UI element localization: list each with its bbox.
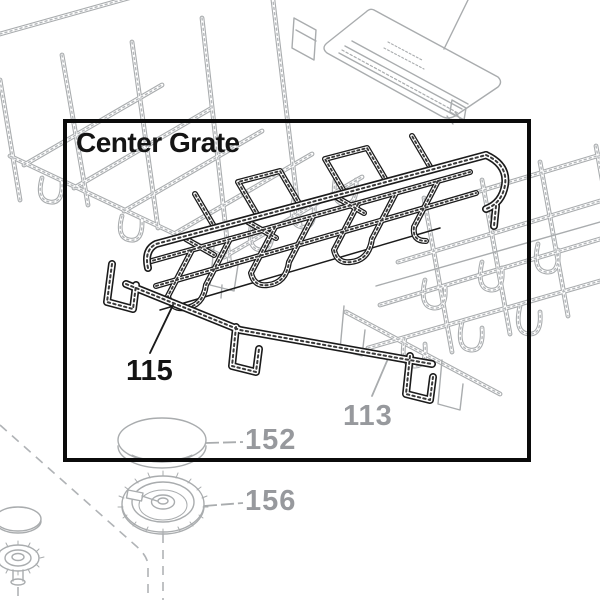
highlight-box-title: Center Grate	[76, 127, 240, 158]
small-burner-cap-drawing	[0, 506, 42, 534]
callout-152-burner-cap[interactable]: 152	[245, 424, 297, 456]
leader-line-156	[203, 502, 244, 507]
leader-line-152	[205, 441, 244, 444]
griddle-leader-line	[443, 0, 469, 50]
highlight-box	[63, 119, 531, 462]
surface-burner-drawing	[117, 470, 209, 535]
left-grate-drawing	[0, 0, 362, 299]
griddle-drawing	[323, 0, 502, 125]
leader-line-115	[149, 304, 174, 354]
callout-113-right-grate[interactable]: 113	[343, 400, 393, 432]
leader-line-113	[371, 353, 391, 397]
small-burner-drawing	[0, 540, 45, 586]
callout-115-center-grate[interactable]: 115	[126, 355, 173, 387]
alignment-dashed-lines	[0, 424, 164, 600]
callout-156-surface-burner[interactable]: 156	[245, 485, 297, 517]
center-grate-drawing	[107, 136, 505, 400]
igniter-electrode	[125, 489, 144, 502]
